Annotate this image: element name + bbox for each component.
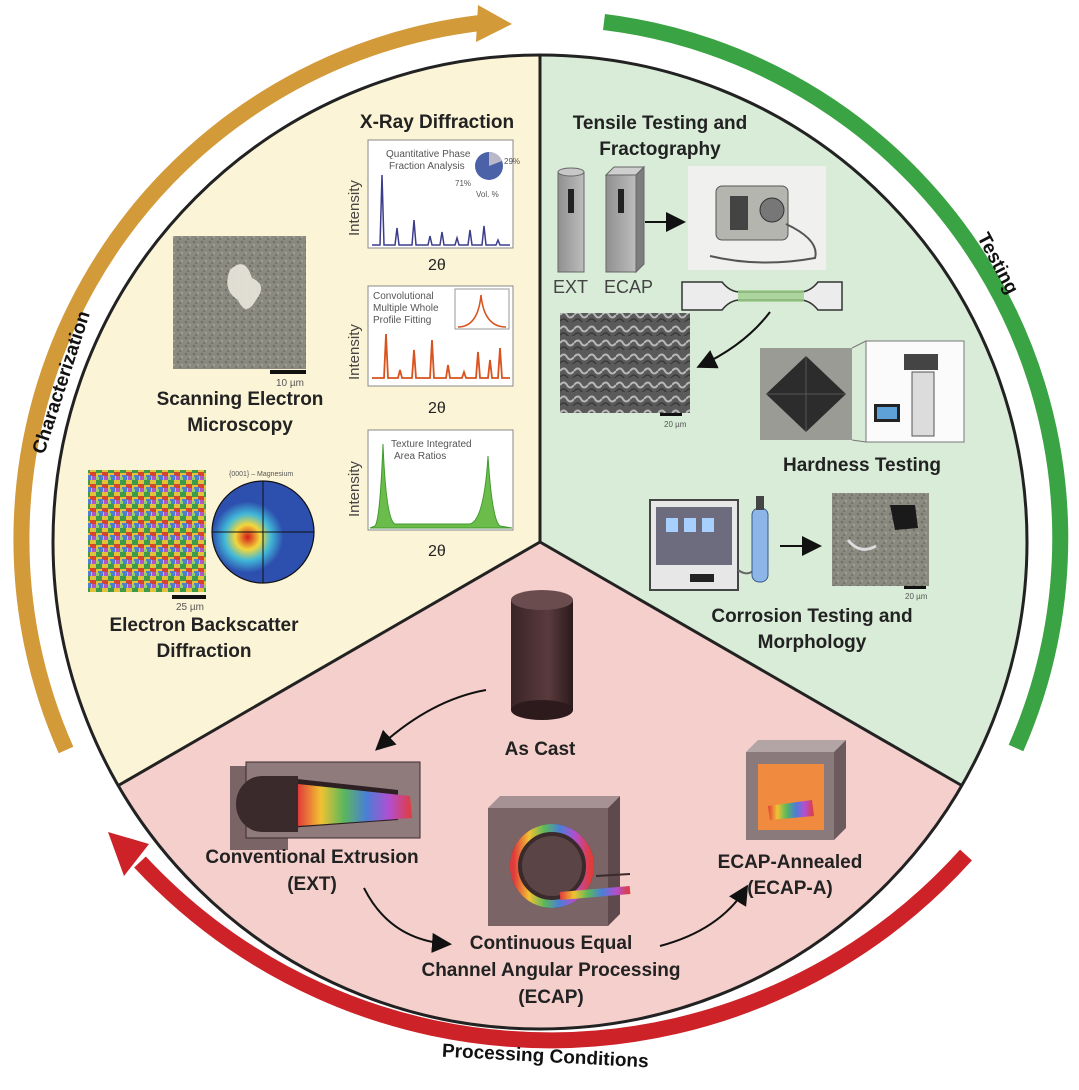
xrd-3-xlabel: 2θ	[428, 543, 446, 560]
xrd-3-ylabel: Intensity	[346, 461, 363, 517]
ecap-die	[488, 796, 631, 926]
extrusion-die	[230, 761, 421, 850]
pole-figure-label: {0001} – Magnesium	[229, 471, 293, 478]
sem-scalebar	[270, 370, 306, 374]
corrosion-morphology-image: 20 µm	[832, 493, 929, 601]
xrd-1-xlabel: 2θ	[428, 257, 446, 274]
testing-arc	[603, 14, 1069, 752]
characterization-arc	[13, 15, 481, 754]
processing-arrowhead	[108, 832, 149, 876]
xrd-2-inset	[454, 288, 510, 330]
ebsd-map: 25 µm	[88, 470, 206, 613]
ebsd-scalebar	[172, 595, 206, 599]
specimen-ext	[557, 167, 585, 273]
ext-to-ecap-arrow	[363, 887, 452, 953]
xrd-1-spectrum	[372, 174, 510, 246]
corrosion-chamber	[649, 499, 739, 591]
xrd-3-spectrum	[369, 443, 513, 529]
as-cast-label: As Cast	[505, 739, 576, 760]
sem-micrograph: 10 µm	[173, 236, 306, 389]
ecapa-label-line2: (ECAP-A)	[747, 878, 833, 899]
tensile-title-line1: Tensile Testing and	[573, 113, 748, 134]
xrd-2-spectrum	[372, 333, 510, 379]
xrd-panel-3-note-line1: Texture Integrated	[391, 439, 472, 450]
processing-arc-label: Processing Conditions	[441, 1041, 649, 1073]
hardness-indent-image	[760, 348, 852, 440]
fracto-scalebar	[660, 413, 682, 416]
sector-dividers	[51, 53, 1029, 1031]
ecapa-label-line1: ECAP-Annealed	[718, 852, 863, 873]
fractography-arrow	[696, 311, 771, 369]
xrd-1-ylabel: Intensity	[346, 180, 363, 236]
as-cast-to-ext-arrow	[375, 689, 487, 751]
processing-arc	[134, 849, 972, 1049]
xrd-2-xlabel: 2θ	[428, 400, 446, 417]
xrd-title: X-Ray Diffraction	[360, 112, 514, 133]
phase-pct-a: 29%	[504, 157, 520, 166]
ext-label-line1: Conventional Extrusion	[205, 847, 418, 868]
specimen-ecap-label: ECAP	[604, 277, 653, 297]
ecap-label-line2: Channel Angular Processing	[421, 960, 680, 981]
ebsd-title-line1: Electron Backscatter	[109, 615, 299, 636]
pole-figure: {0001} – Magnesium	[211, 471, 315, 584]
xrd-panel-3-note-line2: Area Ratios	[394, 451, 446, 462]
xrd-panel-2: Convolutional Multiple Whole Profile Fit…	[346, 285, 514, 417]
annealing-furnace	[746, 740, 846, 840]
fractography-image: 20 µm	[560, 313, 690, 429]
hardness-title: Hardness Testing	[783, 455, 941, 476]
tensile-machine	[688, 166, 826, 270]
processing-sector	[118, 542, 962, 1029]
ecap-to-ecapa-arrow	[659, 884, 749, 947]
specimen-ext-label: EXT	[553, 277, 588, 297]
dogbone-specimen	[681, 281, 843, 311]
characterization-arrowhead	[476, 5, 512, 42]
sem-title-line2: Microscopy	[187, 415, 293, 436]
xrd-panel-2-note-line3: Profile Fitting	[373, 315, 431, 326]
ext-label-line2: (EXT)	[287, 874, 337, 895]
ecap-label-line1: Continuous Equal	[470, 933, 633, 954]
hardness-tester-image	[865, 340, 965, 443]
ebsd-scale-label: 25 µm	[176, 602, 204, 613]
xrd-panel-3: Texture Integrated Area Ratios Intensity…	[346, 429, 514, 560]
xrd-panel-2-note-line1: Convolutional	[373, 291, 434, 302]
fracto-scale-label: 20 µm	[664, 420, 687, 429]
sem-scale-label: 10 µm	[276, 378, 304, 389]
phase-vol-label: Vol. %	[476, 190, 499, 199]
xrd-panel-1-note-line2: Fraction Analysis	[389, 161, 465, 172]
xrd-panel-2-note-line2: Multiple Whole	[373, 303, 439, 314]
tensile-title-line2: Fractography	[599, 139, 721, 160]
corrosion-scale-label: 20 µm	[905, 592, 928, 601]
xrd-2-ylabel: Intensity	[346, 324, 363, 380]
corrosion-scalebar	[904, 586, 926, 589]
phase-pct-b: 71%	[455, 179, 471, 188]
corrosion-title-line1: Corrosion Testing and	[711, 606, 912, 627]
xrd-panel-1-note-line1: Quantitative Phase	[386, 149, 471, 160]
ebsd-title-line2: Diffraction	[157, 641, 252, 662]
corrosion-title-line2: Morphology	[758, 632, 867, 653]
gas-cylinder	[751, 496, 769, 583]
xrd-panel-1: Quantitative Phase Fraction Analysis 29%…	[346, 139, 520, 274]
sem-title-line1: Scanning Electron	[157, 389, 324, 410]
ecap-label-line3: (ECAP)	[518, 987, 583, 1008]
as-cast-cylinder	[511, 590, 573, 720]
specimen-ecap	[604, 165, 646, 274]
